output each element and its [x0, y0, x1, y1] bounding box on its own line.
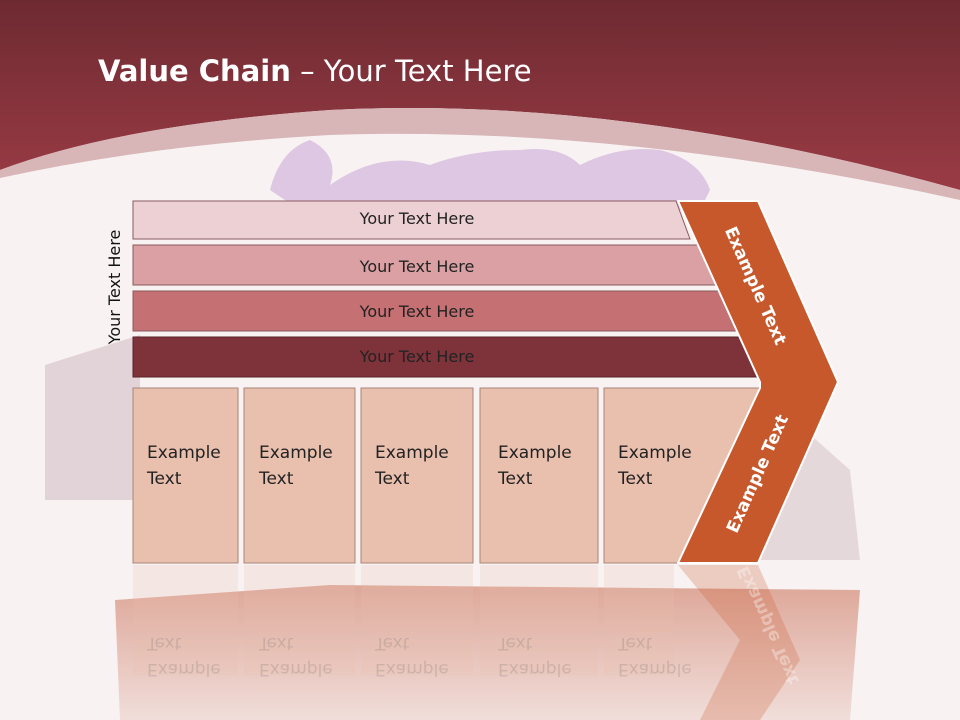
row-label-1: Your Text Here [359, 209, 475, 228]
diagram-reflection [133, 565, 674, 675]
column-label-4-line1: Example [498, 443, 572, 463]
bg-soap-left [45, 335, 140, 500]
column-box-1 [132, 387, 239, 564]
column-box-3 [360, 387, 474, 564]
column-label-4-line2: Text [498, 469, 533, 489]
chevron-reflection [678, 565, 800, 720]
column-label-3-line2: Text [375, 469, 410, 489]
column-label-1-line1: Example [147, 443, 221, 463]
title-rest: – Your Text Here [290, 54, 532, 88]
column-label-2-line1: Example [259, 443, 333, 463]
column-box-4 [479, 387, 599, 564]
chevron-arrow [677, 200, 839, 564]
row-label-2: Your Text Here [359, 257, 475, 276]
row-label-4: Your Text Here [359, 347, 475, 366]
side-label: Your Text Here [105, 229, 124, 345]
header-band [0, 0, 960, 190]
bg-soap-reflection [115, 585, 860, 720]
slide-title: Value Chain – Your Text Here [98, 54, 532, 88]
column-box-2 [243, 387, 356, 564]
bg-flower [270, 140, 710, 210]
title-bold: Value Chain [98, 54, 291, 88]
row-label-3: Your Text Here [359, 302, 475, 321]
column-label-2-line2: Text [259, 469, 294, 489]
column-label-3-line1: Example [375, 443, 449, 463]
header-swoosh [0, 107, 960, 200]
column-label-5-line2: Text [618, 469, 653, 489]
row-bar-1 [132, 200, 691, 240]
column-label-1-line2: Text [147, 469, 182, 489]
column-label-5-line1: Example [618, 443, 692, 463]
